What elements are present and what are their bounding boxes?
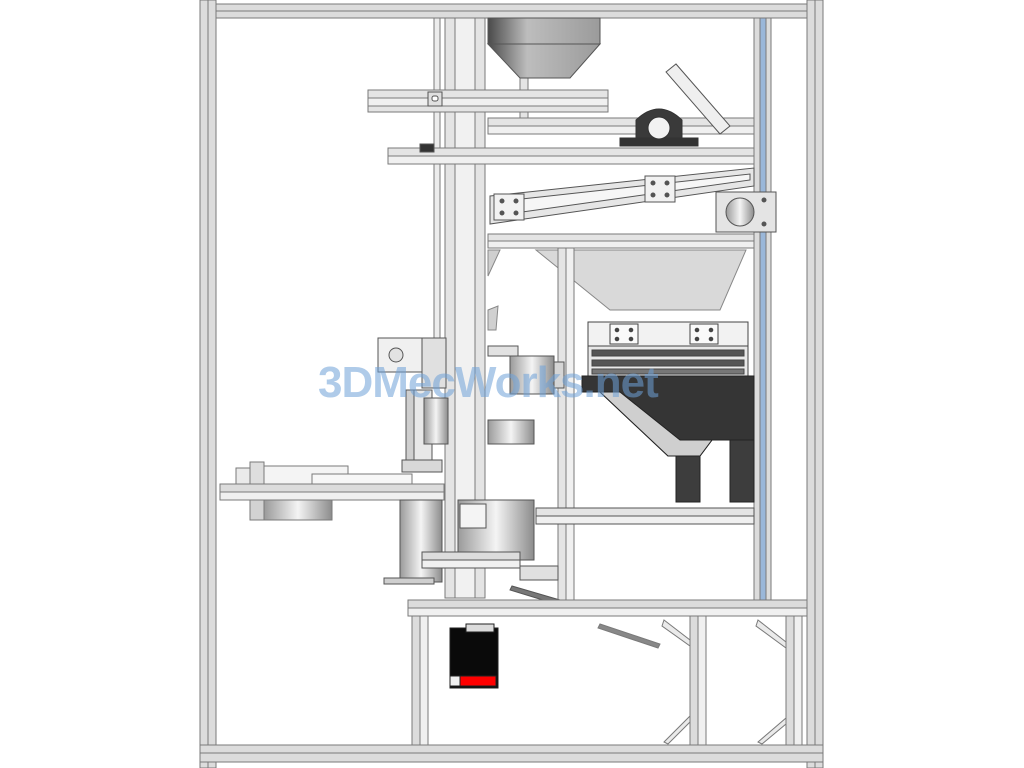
lower-tank — [383, 499, 755, 605]
left-post-inner — [207, 0, 217, 768]
top-beam-upper — [215, 3, 808, 12]
top-hopper — [486, 17, 602, 79]
bottom-beam-lower — [199, 752, 824, 763]
left-shelf — [219, 461, 445, 521]
upper-horizontal-beams — [367, 89, 755, 249]
right-post-outer — [814, 0, 824, 768]
upper-bracket — [419, 91, 443, 153]
pillow-block-bearing — [619, 108, 699, 147]
drive-roller — [487, 345, 565, 445]
tilted-paddle — [665, 63, 731, 135]
middle-hopper — [487, 249, 747, 331]
left-motor-assembly — [377, 337, 449, 473]
right-post-inner — [806, 0, 816, 768]
top-beam-lower — [215, 10, 808, 19]
right-blue-rail — [753, 17, 772, 601]
left-post-outer — [199, 0, 209, 768]
bottom-platform — [407, 599, 808, 746]
vertical-frame-members — [557, 247, 575, 601]
outer-frame — [199, 0, 824, 768]
screen-sieve-unit — [587, 321, 749, 377]
inclined-conveyor — [489, 167, 777, 233]
collection-hopper — [581, 375, 755, 503]
control-box — [449, 623, 499, 689]
bottom-beam-upper — [199, 744, 824, 754]
